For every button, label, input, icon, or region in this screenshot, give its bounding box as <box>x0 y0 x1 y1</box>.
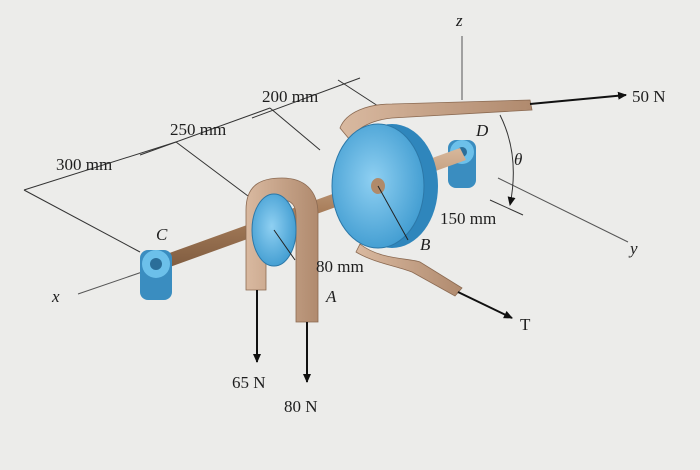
label-force-80N: 80 N <box>284 397 318 416</box>
label-point-B: B <box>420 235 431 254</box>
label-z-axis: z <box>455 11 463 30</box>
label-force-50N: 50 N <box>632 87 666 106</box>
belt-B-bottom <box>355 243 463 297</box>
theta-arc <box>499 114 516 206</box>
arrow-T <box>457 291 513 319</box>
pulley-A <box>245 177 319 323</box>
label-dim-80: 80 mm <box>316 257 364 276</box>
label-point-C: C <box>156 225 168 244</box>
label-x-axis: x <box>51 287 60 306</box>
y-axis-line <box>497 177 629 243</box>
bearing-C <box>140 250 172 300</box>
label-theta: θ <box>514 150 522 169</box>
label-point-A: A <box>325 287 337 306</box>
label-force-65N: 65 N <box>232 373 266 392</box>
pulley-B <box>331 123 438 249</box>
label-tension-T: T <box>520 315 531 334</box>
label-dim-200: 200 mm <box>262 87 318 106</box>
label-y-axis: y <box>628 239 638 258</box>
label-dim-150: 150 mm <box>440 209 496 228</box>
arrow-50N <box>529 91 627 105</box>
x-axis-line <box>77 269 149 295</box>
label-point-D: D <box>475 121 489 140</box>
label-dim-300: 300 mm <box>56 155 112 174</box>
label-dim-250: 250 mm <box>170 120 226 139</box>
